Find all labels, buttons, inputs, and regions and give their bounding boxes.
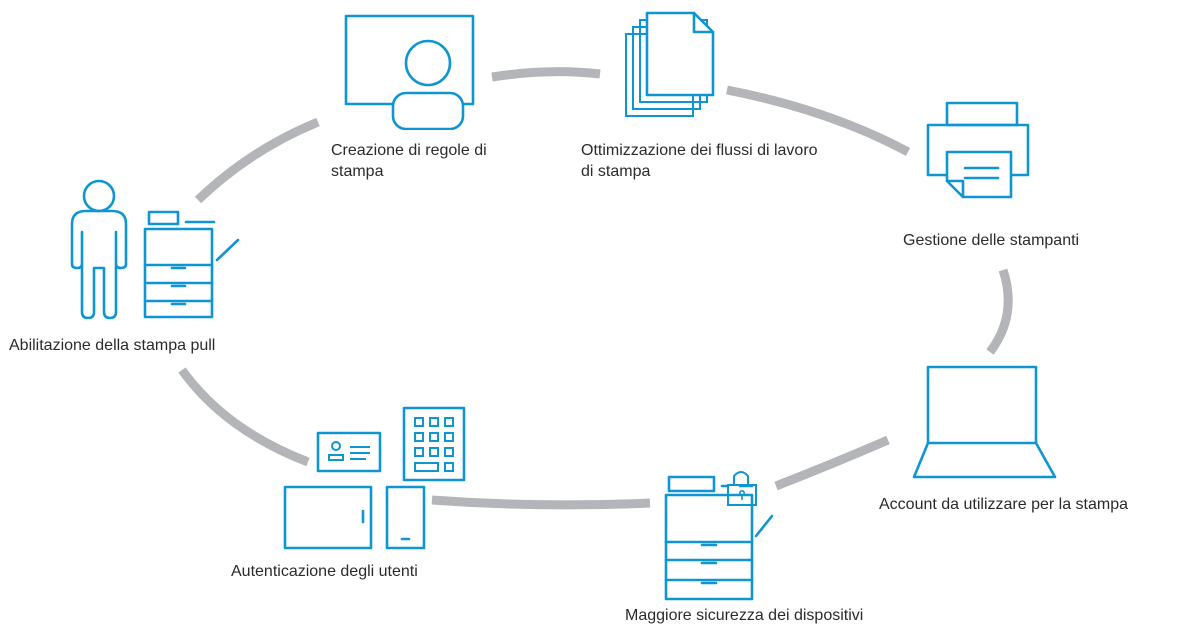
label-line: Account da utilizzare per la stampa xyxy=(879,496,1129,513)
label-line: Autenticazione degli utenti xyxy=(231,563,418,580)
label-abilitazione: Abilitazione della stampa pull xyxy=(9,335,215,356)
laptop-icon xyxy=(912,365,1057,479)
connector-arc xyxy=(726,85,911,156)
label-line: stampa xyxy=(331,163,384,180)
person-mfp-printer-icon xyxy=(70,179,240,320)
printer-icon xyxy=(926,101,1030,199)
id-card-keypad-reader-icon xyxy=(283,406,466,550)
connector-arc xyxy=(986,268,1013,355)
document-stack-icon xyxy=(625,11,715,117)
label-line: Maggiore sicurezza dei dispositivi xyxy=(625,607,864,624)
connector-arc xyxy=(431,495,651,510)
label-sicurezza: Maggiore sicurezza dei dispositivi xyxy=(625,605,863,626)
locked-mfp-printer-icon xyxy=(664,471,774,601)
label-line: Abilitazione della stampa pull xyxy=(9,337,216,354)
label-line: Ottimizzazione dei flussi di lavoro xyxy=(581,142,818,159)
label-gestione: Gestione delle stampanti xyxy=(903,230,1079,251)
label-creazione: Creazione di regole di stampa xyxy=(331,140,487,182)
connector-arc xyxy=(774,435,890,491)
label-autenticazione: Autenticazione degli utenti xyxy=(231,561,418,582)
label-account: Account da utilizzare per la stampa xyxy=(879,494,1128,515)
presenter-board-icon xyxy=(344,14,475,136)
label-line: di stampa xyxy=(581,163,651,180)
connector-arc xyxy=(491,67,601,82)
connector-arc xyxy=(178,367,310,467)
connector-arc xyxy=(194,117,320,204)
padlock-icon xyxy=(727,471,757,506)
label-ottimizzazione: Ottimizzazione dei flussi di lavoro di s… xyxy=(581,140,818,182)
label-line: Gestione delle stampanti xyxy=(903,232,1080,249)
label-line: Creazione di regole di xyxy=(331,142,487,159)
